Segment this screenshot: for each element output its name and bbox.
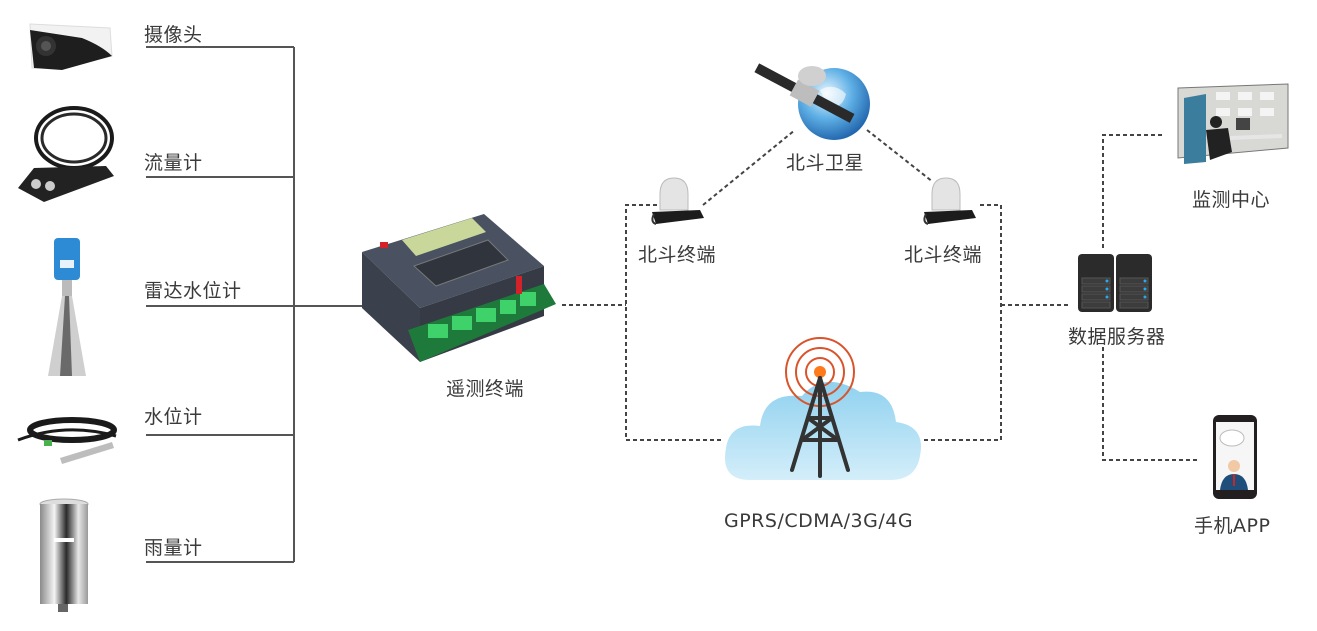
monitor-center-label: 监测中心 [1192,189,1271,211]
link-left-loop [625,204,722,441]
radar-level-image [44,236,90,380]
satellite-label: 北斗卫星 [786,152,865,174]
satellite-globe-image [746,54,876,144]
data-server-label: 数据服务器 [1068,326,1166,348]
link-right-loop [923,204,1002,441]
link-sat-right [866,129,934,183]
rtu-label: 遥测终端 [446,378,525,400]
water-level-image [16,414,120,466]
sensor-label-water-level: 水位计 [144,406,203,428]
monitor-center-image [1176,82,1290,182]
rtu-device-image [358,212,558,380]
beidou-terminal-left-image [648,176,706,226]
cellular-cloud-tower-image [720,330,926,500]
sensor-label-radar-level: 雷达水位计 [144,280,242,302]
data-server-image [1076,252,1154,314]
flowmeter-image [14,98,124,208]
beidou-terminal-right-label: 北斗终端 [904,244,983,266]
sensor-label-flowmeter: 流量计 [144,152,203,174]
rain-gauge-image [38,498,90,618]
cellular-label: GPRS/CDMA/3G/4G [724,510,914,532]
beidou-terminal-left-label: 北斗终端 [638,244,717,266]
sensor-label-camera: 摄像头 [144,24,203,46]
mobile-app-label: 手机APP [1194,515,1271,537]
link-sat-left [702,129,796,206]
beidou-terminal-right-image [920,176,978,226]
mobile-app-image [1212,414,1258,500]
link-server-monitor [1102,134,1165,248]
camera-image [22,20,114,72]
sensor-label-rain-gauge: 雨量计 [144,537,203,559]
link-server-app [1102,347,1200,461]
